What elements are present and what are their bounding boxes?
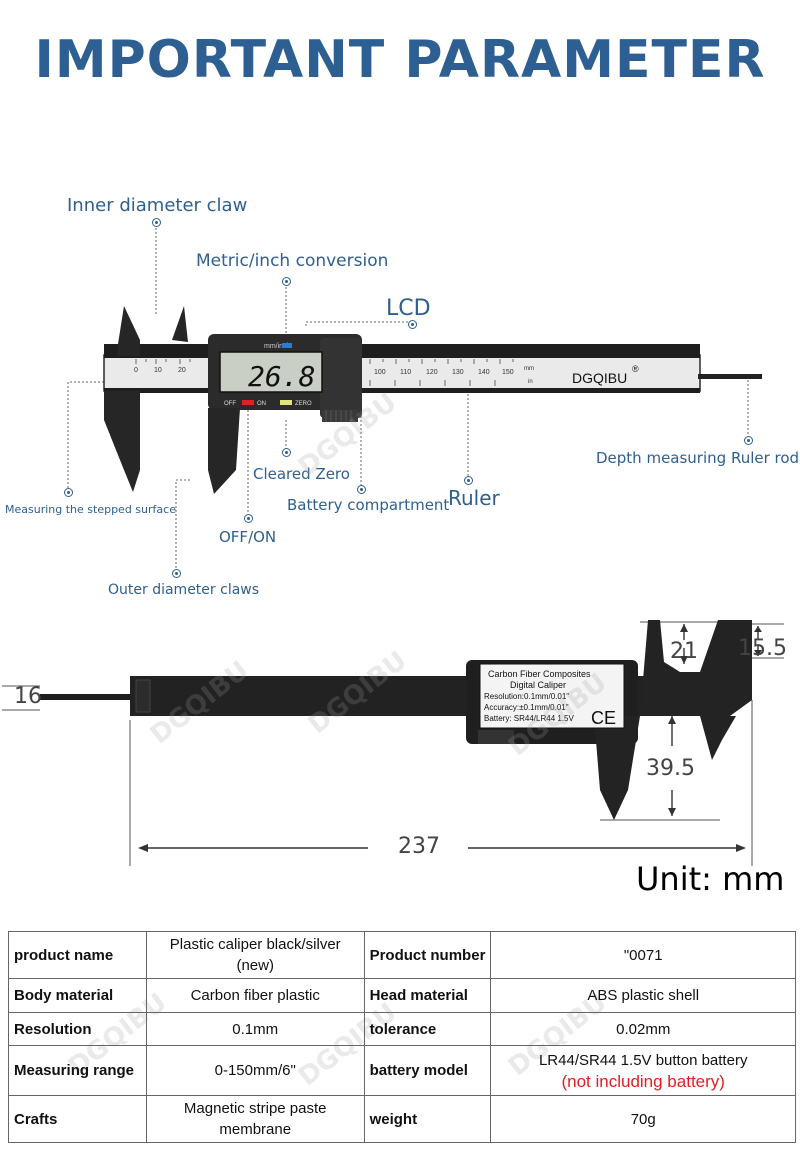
label-line-5: Battery: SR44/LR44 1.5V xyxy=(484,714,574,723)
label-line-1: Carbon Fiber Composites xyxy=(488,669,591,679)
callout-dot xyxy=(244,514,253,523)
callout-dot xyxy=(152,218,161,227)
spec-key: Head material xyxy=(363,978,492,1013)
spec-table: product name Plastic caliper black/silve… xyxy=(8,931,796,1143)
table-row: Measuring range 0-150mm/6" battery model… xyxy=(8,1045,796,1096)
callout-cleared-zero: Cleared Zero xyxy=(253,465,350,483)
callout-dot xyxy=(282,448,291,457)
table-row: Crafts Magnetic stripe paste membrane we… xyxy=(8,1095,796,1143)
callout-dot xyxy=(744,436,753,445)
spec-value: LR44/SR44 1.5V button battery xyxy=(538,1051,748,1069)
spec-value: Magnetic stripe paste membrane xyxy=(145,1095,365,1143)
callout-metric-inch: Metric/inch conversion xyxy=(196,251,389,271)
on-button-label: ON xyxy=(257,401,266,407)
scale-tick-label: 120 xyxy=(426,369,438,376)
dim-16: 16 xyxy=(14,684,42,709)
callout-outer-claws: Outer diameter claws xyxy=(108,582,260,598)
spec-value: 70g xyxy=(490,1095,796,1143)
spec-key: tolerance xyxy=(363,1012,492,1046)
scale-tick-label: 150 xyxy=(502,369,514,376)
callout-depth-rod: Depth measuring Ruler rod xyxy=(596,449,800,467)
callout-lcd: LCD xyxy=(386,296,431,321)
spec-key: battery model xyxy=(363,1045,492,1096)
callout-dot xyxy=(64,488,73,497)
callout-off-on: OFF/ON xyxy=(219,528,277,546)
spec-key: weight xyxy=(363,1095,492,1143)
callout-dot xyxy=(464,476,473,485)
spec-key: Resolution xyxy=(8,1012,147,1046)
brand-logo: DGQIBU xyxy=(572,370,627,386)
scale-tick-label: 100 xyxy=(374,369,386,376)
spec-value: 0.02mm xyxy=(490,1012,796,1046)
callout-inner-diameter-claw: Inner diameter claw xyxy=(67,195,248,216)
label-line-4: Accuracy:±0.1mm/0.01" xyxy=(484,703,569,712)
unit-label: Unit: mm xyxy=(636,860,785,898)
display-value: 26.8 xyxy=(248,360,315,393)
registered-mark: ® xyxy=(632,364,639,374)
spec-value: ABS plastic shell xyxy=(490,978,796,1013)
dim-15-5: 15.5 xyxy=(738,636,787,661)
spec-value: "0071 xyxy=(490,931,796,979)
scale-tick-label: 0 xyxy=(134,367,138,374)
callout-dot xyxy=(357,485,366,494)
callout-dot xyxy=(408,320,417,329)
spec-value-cell: LR44/SR44 1.5V button battery (not inclu… xyxy=(490,1045,796,1096)
scale-tick-label: 130 xyxy=(452,369,464,376)
label-line-2: Digital Caliper xyxy=(510,680,566,690)
spec-key: Measuring range xyxy=(8,1045,147,1096)
battery-note: (not including battery) xyxy=(561,1071,725,1091)
zero-button-label: ZERO xyxy=(295,401,312,407)
caliper-front-diagram: mm/inch 26.8 OFF ON ZERO 0 10 20 100 110… xyxy=(67,228,762,568)
table-row: product name Plastic caliper black/silve… xyxy=(8,931,796,979)
callout-stepped-surface: Measuring the stepped surface xyxy=(5,503,176,516)
callout-battery: Battery compartment xyxy=(287,496,450,514)
scale-tick-label: 20 xyxy=(178,367,186,374)
dim-39-5: 39.5 xyxy=(646,756,695,781)
table-row: Body material Carbon fiber plastic Head … xyxy=(8,978,796,1013)
spec-value: Carbon fiber plastic xyxy=(145,978,365,1013)
callout-dot xyxy=(172,569,181,578)
display-header: mm/inch xyxy=(264,343,291,350)
callout-ruler: Ruler xyxy=(448,486,500,510)
scale-unit-in: in xyxy=(528,379,533,385)
scale-tick-label: 10 xyxy=(154,367,162,374)
scale-tick-label: 140 xyxy=(478,369,490,376)
scale-unit-mm: mm xyxy=(524,366,534,372)
table-row: Resolution 0.1mm tolerance 0.02mm xyxy=(8,1012,796,1046)
callout-dot xyxy=(282,277,291,286)
spec-key: Body material xyxy=(8,978,147,1013)
spec-key: product name xyxy=(8,931,147,979)
scale-tick-label: 110 xyxy=(400,369,411,376)
dim-237: 237 xyxy=(398,834,440,859)
spec-value: 0-150mm/6" xyxy=(145,1045,365,1096)
dim-21: 21 xyxy=(670,639,698,664)
off-button-label: OFF xyxy=(224,401,236,407)
caliper-back-diagram: Carbon Fiber Composites Digital Caliper … xyxy=(2,620,784,866)
spec-key: Product number xyxy=(363,931,492,979)
spec-value: Plastic caliper black/silver (new) xyxy=(145,931,365,979)
label-line-3: Resolution:0.1mm/0.01" xyxy=(484,692,569,701)
spec-value: 0.1mm xyxy=(145,1012,365,1046)
spec-key: Crafts xyxy=(8,1095,147,1143)
page-title: IMPORTANT PARAMETER xyxy=(34,30,766,90)
ce-mark: CE xyxy=(591,708,616,728)
